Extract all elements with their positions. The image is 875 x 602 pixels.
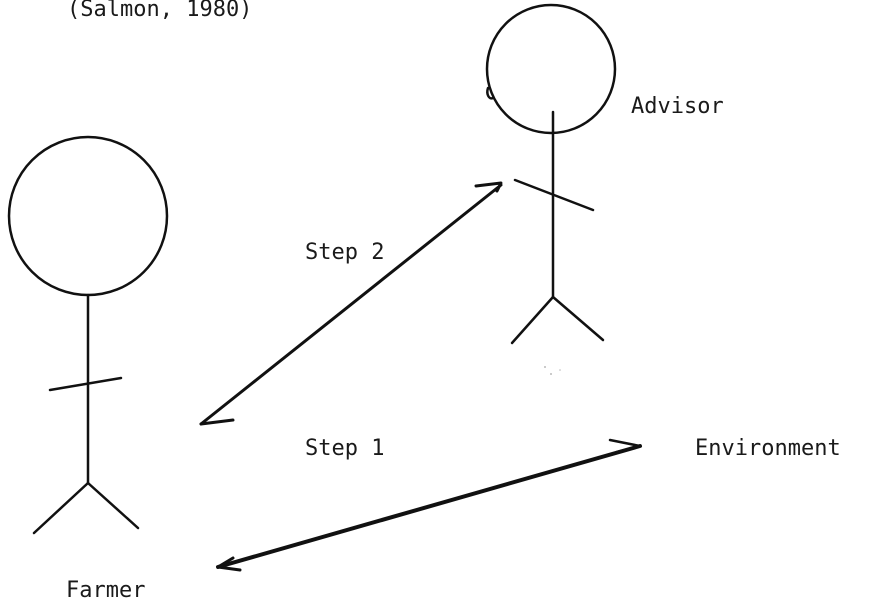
advisor-head bbox=[485, 3, 617, 135]
advisor-right-leg bbox=[551, 295, 605, 342]
step2-arrow-head bbox=[474, 181, 503, 193]
advisor-arms bbox=[513, 178, 595, 212]
farmer-arms bbox=[48, 376, 123, 392]
step1-arrow-line bbox=[216, 444, 642, 569]
step2-arrow-line bbox=[199, 183, 503, 426]
step1-label: Step 1 bbox=[305, 436, 384, 461]
farmer-left-leg bbox=[32, 481, 90, 535]
step1-arrow bbox=[216, 438, 642, 572]
step2-label: Step 2 bbox=[305, 240, 384, 265]
advisor-figure bbox=[485, 3, 617, 345]
step2-arrow-tail bbox=[199, 418, 235, 426]
citation-text: (Salmon, 1980) bbox=[67, 0, 252, 22]
advisor-head-mark bbox=[486, 86, 495, 100]
advisor-left-leg bbox=[510, 295, 555, 345]
environment-label: Environment bbox=[695, 436, 841, 461]
advisor-label: Advisor bbox=[631, 94, 724, 119]
farmer-label: Farmer bbox=[66, 578, 145, 602]
scan-specks bbox=[544, 366, 561, 375]
step1-arrow-tail bbox=[608, 438, 642, 454]
farmer-figure bbox=[7, 135, 169, 535]
step2-arrow bbox=[199, 181, 503, 426]
farmer-right-leg bbox=[86, 481, 140, 530]
farmer-head bbox=[7, 135, 169, 297]
step1-arrow-head bbox=[216, 556, 242, 572]
